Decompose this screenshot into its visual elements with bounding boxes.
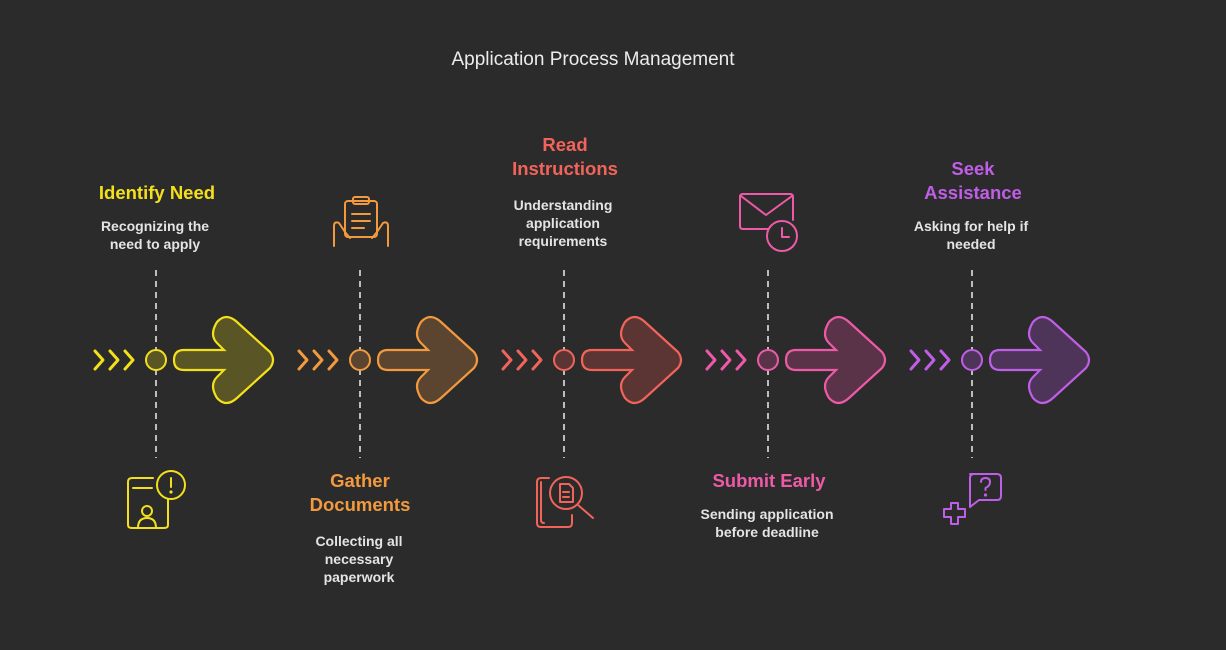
step-2-title-line2: Documents bbox=[309, 494, 411, 515]
help-chat-medical-icon bbox=[943, 473, 1002, 525]
envelope-clock-icon bbox=[739, 193, 798, 252]
step-1-arrow bbox=[172, 315, 275, 405]
step-2-desc-line2: necessary bbox=[324, 551, 394, 567]
step-1-title-line1: Identify Need bbox=[98, 182, 216, 203]
step-3-chevrons bbox=[501, 349, 543, 371]
step-1-desc-line2: need to apply bbox=[109, 236, 201, 252]
diagram-title: Application Process Management bbox=[451, 49, 735, 70]
step-4-description: Sending application before deadline bbox=[687, 505, 847, 541]
step-3-desc-line1: Understanding bbox=[513, 197, 613, 213]
step-3-title-line2: Instructions bbox=[512, 158, 618, 179]
step-4-desc-line1: Sending application bbox=[700, 506, 834, 522]
step-3-title: Read Instructions bbox=[465, 133, 665, 181]
step-3-arrow bbox=[580, 315, 683, 405]
step-5-title: Seek Assistance bbox=[873, 157, 1073, 205]
step-3-desc-line3: requirements bbox=[518, 233, 608, 249]
step-4-title-line1: Submit Early bbox=[712, 470, 826, 491]
step-1-node bbox=[145, 349, 167, 371]
step-5-desc-line2: needed bbox=[946, 236, 996, 252]
step-5-chevrons bbox=[909, 349, 951, 371]
step-2-title: Gather Documents bbox=[260, 469, 460, 517]
step-4-arrow bbox=[784, 315, 887, 405]
step-4-node bbox=[757, 349, 779, 371]
step-1-desc-line1: Recognizing the bbox=[100, 218, 210, 234]
step-2-desc-line3: paperwork bbox=[323, 569, 395, 585]
step-2-description: Collecting all necessary paperwork bbox=[279, 532, 439, 586]
step-5-desc-line1: Asking for help if bbox=[913, 218, 1029, 234]
hands-holding-clipboard-icon bbox=[333, 196, 389, 247]
step-5-description: Asking for help if needed bbox=[891, 217, 1051, 253]
step-1-chevrons bbox=[93, 349, 135, 371]
step-5-title-line2: Assistance bbox=[924, 182, 1022, 203]
step-3-title-line1: Read bbox=[542, 134, 588, 155]
step-2-arrow bbox=[376, 315, 479, 405]
document-search-icon bbox=[536, 476, 594, 528]
step-2-chevrons bbox=[297, 349, 339, 371]
step-3-description: Understanding application requirements bbox=[483, 196, 643, 250]
step-3-desc-line2: application bbox=[526, 215, 600, 231]
step-1-description: Recognizing the need to apply bbox=[75, 217, 235, 253]
step-4-chevrons bbox=[705, 349, 747, 371]
step-5-arrow bbox=[988, 315, 1091, 405]
smartphone-alert-icon bbox=[127, 470, 186, 529]
step-4-title: Submit Early bbox=[669, 469, 869, 493]
step-2-title-line1: Gather bbox=[330, 470, 390, 491]
step-1-title: Identify Need bbox=[57, 181, 257, 205]
step-2-desc-line1: Collecting all bbox=[315, 533, 403, 549]
step-5-title-line1: Seek bbox=[951, 158, 995, 179]
step-2-node bbox=[349, 349, 371, 371]
step-4-desc-line2: before deadline bbox=[715, 524, 819, 540]
step-3-node bbox=[553, 349, 575, 371]
step-5-node bbox=[961, 349, 983, 371]
